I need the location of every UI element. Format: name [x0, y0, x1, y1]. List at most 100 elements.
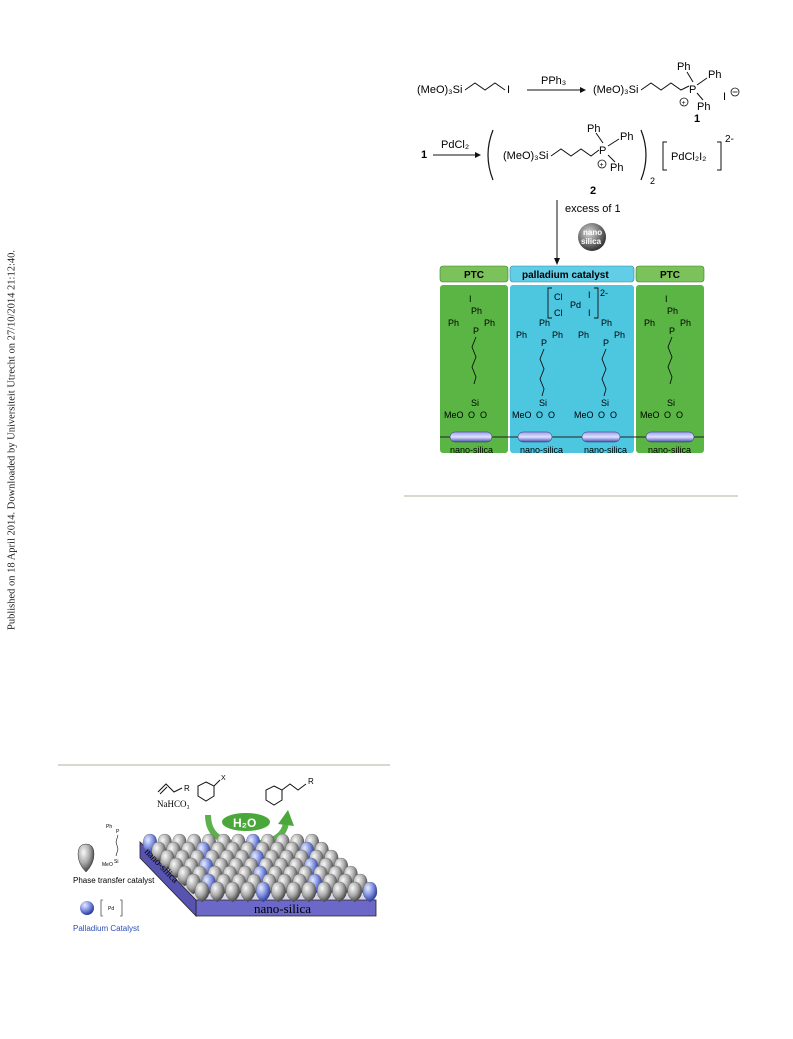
- ptc-bead: [332, 881, 347, 903]
- si-0: Si: [471, 398, 479, 408]
- pd-complex-left-bracket: [547, 287, 552, 319]
- pd-complex-i-top: I: [588, 290, 591, 300]
- ptc-right-header-label: PTC: [660, 270, 680, 281]
- legend-pd-bracket-left: [100, 899, 103, 917]
- o-left-1: O: [536, 410, 543, 420]
- aryl-x: X: [221, 775, 226, 782]
- h2o-label: H₂O: [233, 816, 256, 830]
- legend-mini-pd: Pd: [108, 906, 114, 912]
- bond-p1-ph-top: [686, 71, 694, 83]
- alkene-r: R: [184, 784, 190, 793]
- iodide-charge: [730, 87, 740, 97]
- o-right-1: O: [548, 410, 555, 420]
- phosphorus-1: P: [541, 338, 547, 348]
- p2-charge-sign: +: [600, 162, 604, 169]
- bond-p1-ph-bottom: [696, 92, 704, 101]
- p1-ph-right: Ph: [708, 69, 721, 81]
- propyl-chain-1: [464, 82, 506, 91]
- p1-phosphorus: P: [689, 84, 696, 96]
- propyl-3: [667, 336, 673, 385]
- legend-mini-meo: MeO: [102, 862, 113, 868]
- support-label-2: nano-silica: [584, 445, 627, 455]
- left-paren: [487, 129, 494, 181]
- product-chain: [281, 783, 307, 791]
- pd-catalyst-header: [509, 265, 635, 283]
- pd-complex-right-bracket: [594, 287, 599, 319]
- ptc-bead: [317, 881, 332, 903]
- p1-charge: [679, 97, 689, 107]
- ph-right-1: Ph: [552, 330, 563, 340]
- meo-3: MeO: [640, 410, 660, 420]
- meo-1: MeO: [512, 410, 532, 420]
- subscript-2: 2: [650, 176, 655, 186]
- ph-top-3: Ph: [667, 306, 678, 316]
- legend-ptc-label: Phase transfer catalyst: [73, 876, 155, 885]
- silica-particle-2: [581, 431, 621, 443]
- meo-0: MeO: [444, 410, 464, 420]
- ptc-bead: [301, 881, 317, 903]
- product2-silane: (MeO)₃Si: [503, 150, 548, 162]
- reaction-scheme: (MeO)₃Si I PPh₃ (MeO)₃Si P Ph Ph Ph + I …: [417, 61, 740, 265]
- o-right-0: O: [480, 410, 487, 420]
- propyl-1: [539, 348, 545, 397]
- ptc-bead: [225, 881, 240, 903]
- pd-complex-charge: 2-: [725, 134, 734, 145]
- p1-charge-sign: +: [682, 100, 686, 107]
- reagent-1-silane: (MeO)₃Si: [417, 84, 462, 96]
- ptc-bead: [240, 881, 255, 903]
- catalyst-panels: PTC palladium catalyst PTC Cl Cl Pd I I …: [439, 265, 705, 455]
- pd-catalyst-panel: [510, 285, 634, 453]
- ptc-left-panel: [440, 285, 508, 453]
- p2-ph-bottom: Ph: [610, 162, 623, 174]
- ptc-bead: [271, 881, 286, 903]
- alkene-double: [159, 786, 168, 795]
- propyl-chain-p2: [550, 148, 600, 157]
- phosphorus-3: P: [669, 326, 675, 336]
- compound-2-label: 2: [590, 185, 596, 197]
- propyl-2: [601, 348, 607, 397]
- publication-note-text: Published on 18 April 2014. Downloaded b…: [6, 249, 18, 631]
- bond-p2-ph-right: [607, 138, 620, 147]
- pd-catalyst-bead: [255, 881, 271, 903]
- arrowhead-step2: [475, 152, 481, 158]
- pd-complex: PdCl₂I₂: [671, 151, 706, 163]
- o-left-2: O: [598, 410, 605, 420]
- silica-particle-3: [645, 431, 695, 443]
- ph-left-0: Ph: [448, 318, 459, 328]
- p2-ph-top: Ph: [587, 123, 600, 135]
- pd-complex-cl-top: Cl: [554, 292, 563, 302]
- si-2: Si: [601, 398, 609, 408]
- iodo-end: I: [507, 84, 510, 96]
- propyl-chain-p1: [640, 82, 690, 91]
- pd-catalyst-header-label: palladium catalyst: [522, 270, 609, 281]
- iodide-0: I: [469, 294, 472, 304]
- surface-label: nano-silica: [254, 901, 311, 916]
- o-left-0: O: [468, 410, 475, 420]
- si-1: Si: [539, 398, 547, 408]
- ph-right-0: Ph: [484, 318, 495, 328]
- product-r: R: [308, 777, 314, 786]
- ptc-left-header: [439, 265, 509, 283]
- ph-left-2: Ph: [578, 330, 589, 340]
- legend-mini-ph: Ph: [106, 824, 112, 830]
- phosphorus-0: P: [473, 326, 479, 336]
- divider-top-right: [404, 495, 738, 497]
- o-left-3: O: [664, 410, 671, 420]
- silica-particle-0: [449, 431, 493, 443]
- o-right-3: O: [676, 410, 683, 420]
- legend-mini-p: P: [116, 829, 120, 835]
- publication-note: Published on 18 April 2014. Downloaded b…: [4, 235, 20, 645]
- p1-iodide: I: [723, 91, 726, 103]
- support-label-3: nano-silica: [648, 445, 691, 455]
- iodide-3: I: [665, 294, 668, 304]
- nano-silica-ball-line2: silica: [581, 237, 602, 246]
- ph-left-3: Ph: [644, 318, 655, 328]
- support-label-1: nano-silica: [520, 445, 563, 455]
- ptc-right-header: [635, 265, 705, 283]
- right-bracket-shape: [717, 141, 722, 171]
- si-3: Si: [667, 398, 675, 408]
- legend-pd-icon: [80, 901, 94, 915]
- step1-reagent: PPh₃: [541, 75, 566, 87]
- step2-reagent: PdCl₂: [441, 139, 469, 151]
- aryl-x-bond: [213, 779, 221, 787]
